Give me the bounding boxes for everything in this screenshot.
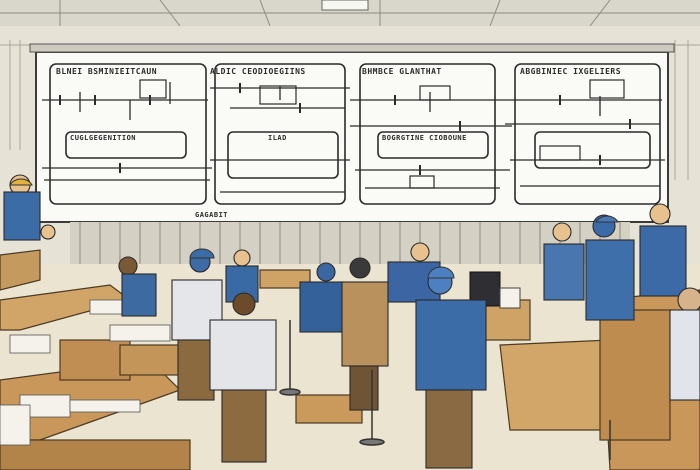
board-heading-4: ABGBINIEC IXGELIERS <box>520 67 621 76</box>
board-heading-1: BLNEI BSMINIEITCAUN <box>56 67 157 76</box>
board-tick-marks <box>59 83 631 175</box>
stools <box>279 320 611 460</box>
board-doodles <box>139 79 625 189</box>
board-heading-2: ALDIC CEODIOEGIINS <box>210 67 306 76</box>
board-footer: GAGABIT <box>195 211 228 219</box>
whiteboard-frame-top <box>29 43 675 53</box>
right-desk-row <box>469 289 700 470</box>
board-label-1: CUGLGEGENITION <box>70 134 136 142</box>
worker-figures <box>3 174 700 469</box>
ceiling-grid <box>0 0 700 27</box>
board-heading-3: BHMBCE GLANTHAT <box>362 67 442 76</box>
ceiling-light <box>321 0 369 11</box>
board-label-2: ILAD <box>268 134 287 142</box>
board-label-3: BOGRGTINE CIOBOUNE <box>382 134 467 142</box>
radiator-panel <box>70 222 630 264</box>
hard-hats <box>9 178 619 279</box>
board-panels <box>49 63 661 205</box>
